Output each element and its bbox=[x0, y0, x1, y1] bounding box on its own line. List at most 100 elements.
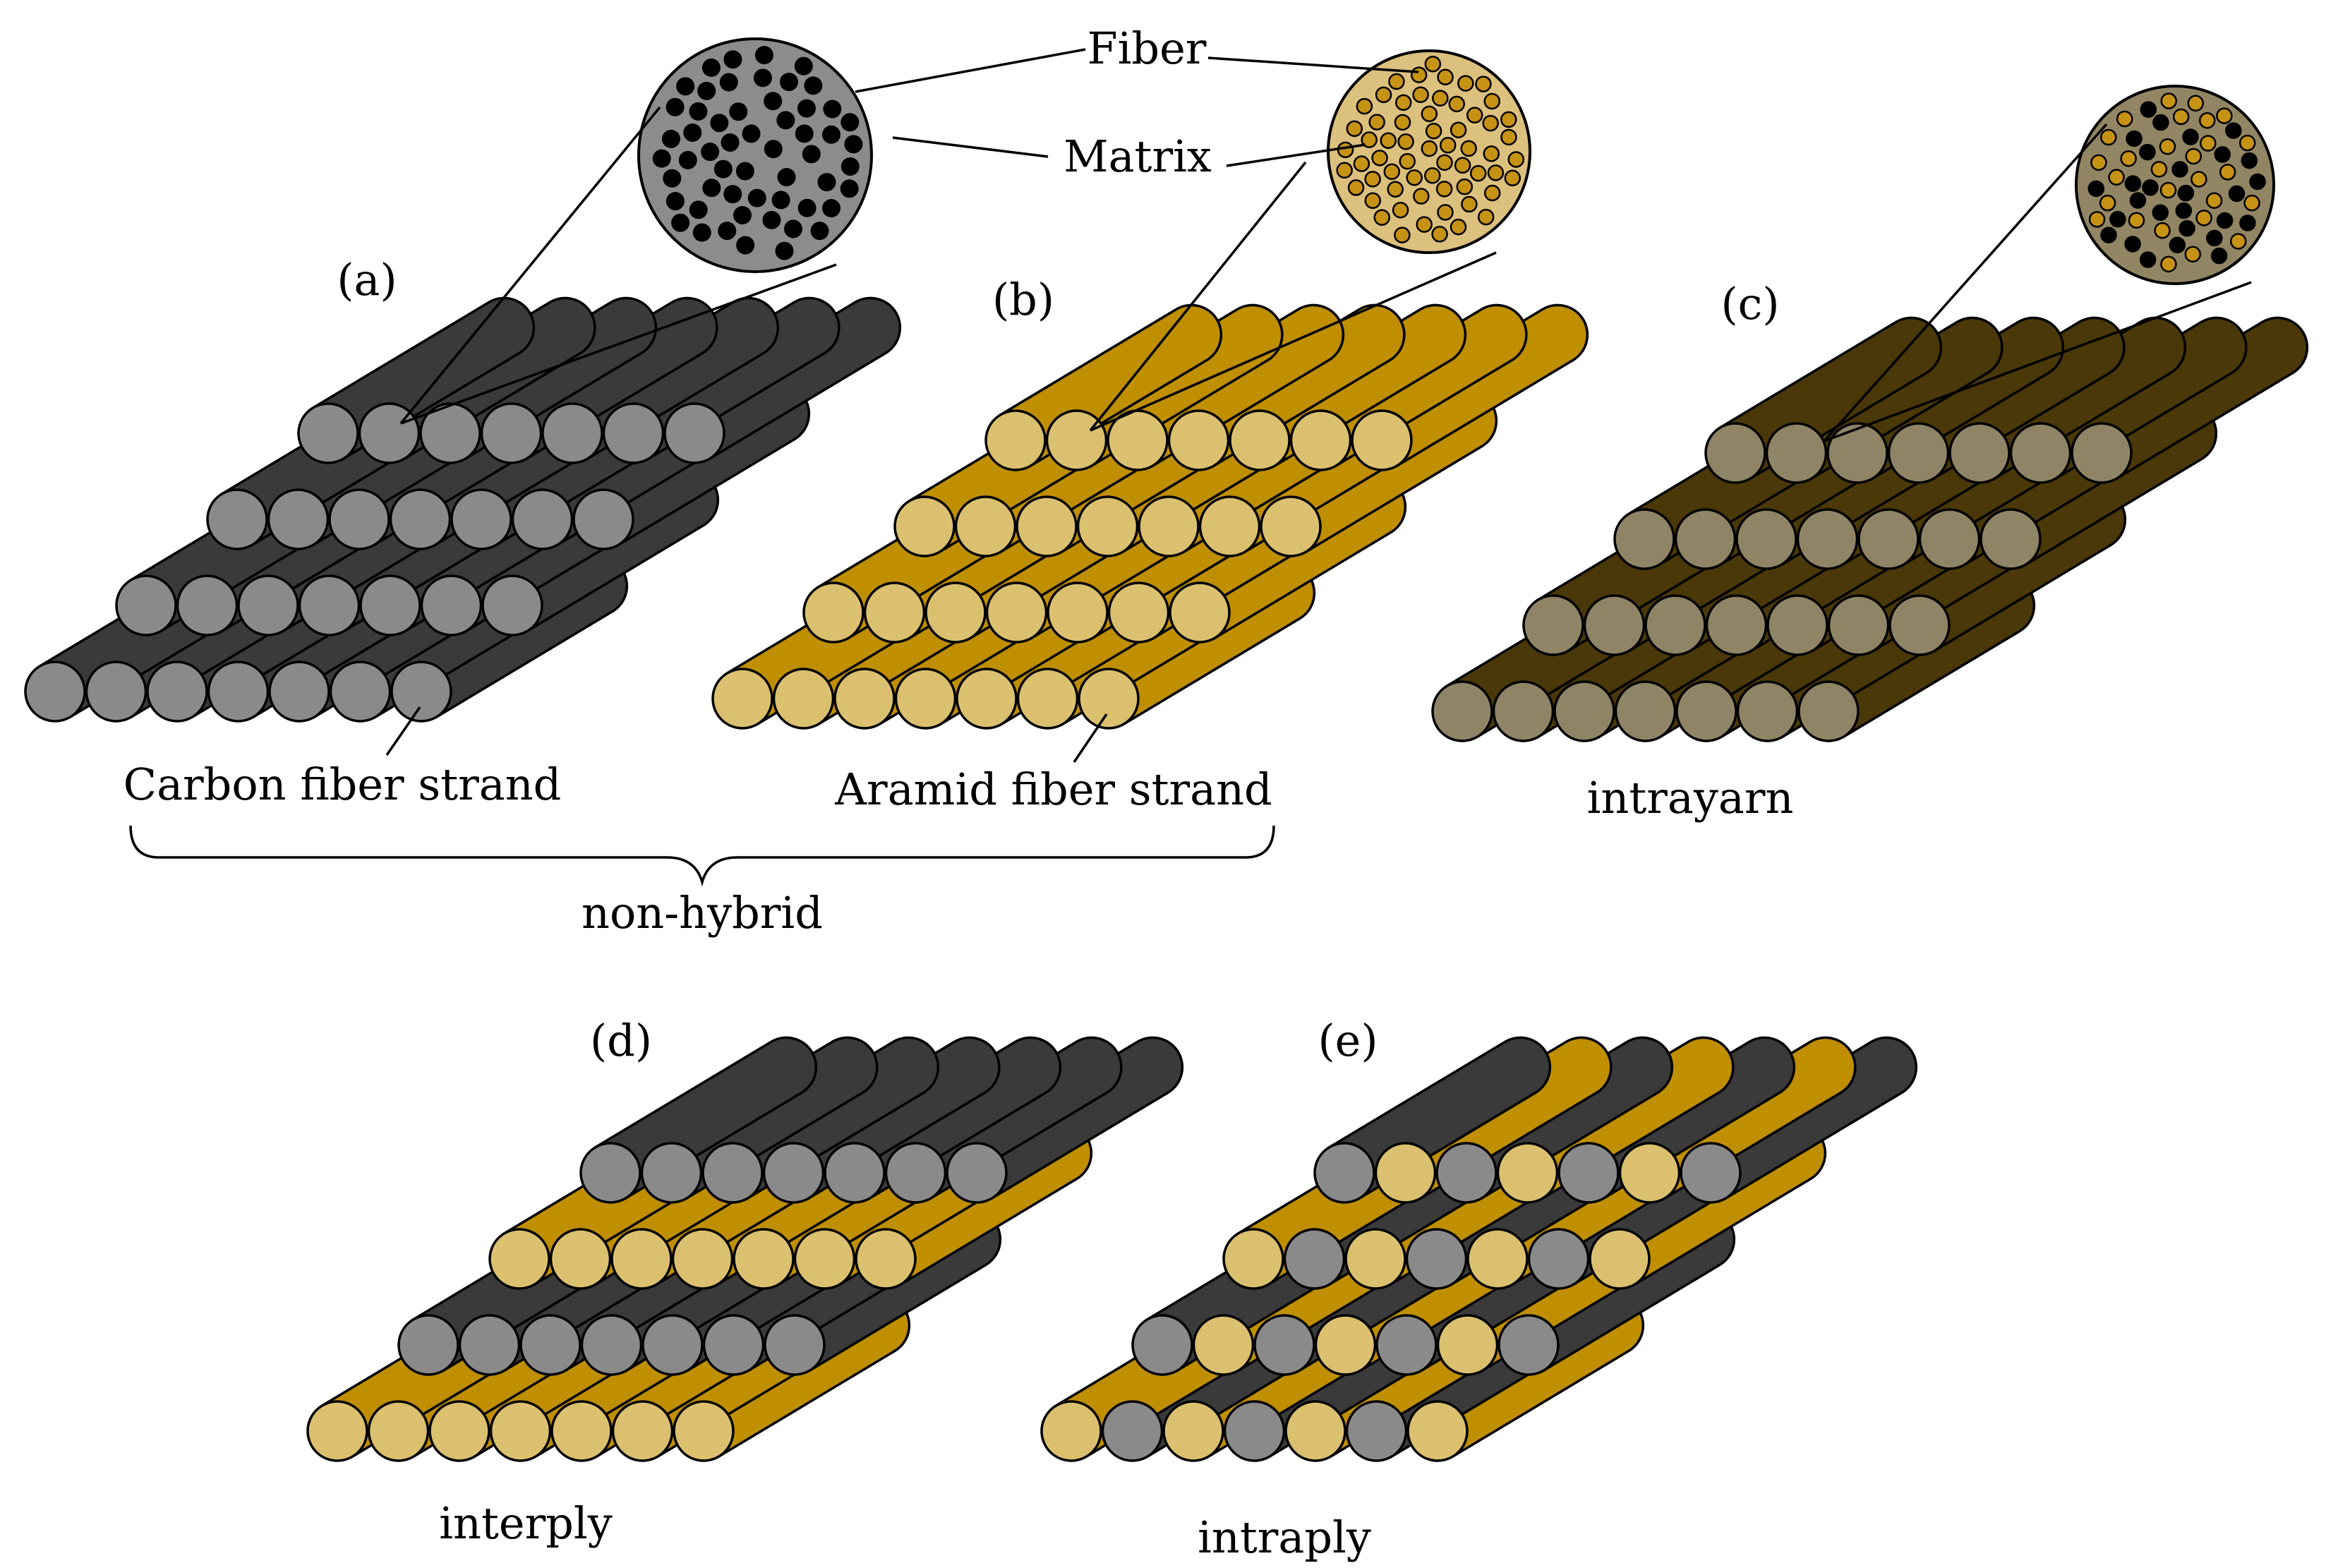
fiber-dot bbox=[701, 58, 721, 77]
fiber-dot bbox=[840, 113, 860, 132]
rod-face bbox=[1498, 1314, 1560, 1376]
leader-lines bbox=[385, 48, 1419, 763]
rod-body bbox=[1365, 303, 1589, 468]
fiber-dot bbox=[1371, 150, 1388, 167]
rod-face bbox=[1078, 668, 1140, 730]
fiber-dot bbox=[2172, 108, 2190, 126]
fiber-dot bbox=[1425, 122, 1442, 140]
label-b: (b) bbox=[992, 274, 1054, 325]
rod-face bbox=[863, 581, 926, 644]
rod-face bbox=[1169, 581, 1231, 644]
fiber-dot bbox=[1483, 92, 1501, 110]
fiber-dot bbox=[2200, 135, 2217, 152]
fiber-dot bbox=[1450, 121, 1467, 138]
fiber-dot bbox=[1368, 114, 1385, 131]
fiber-dot bbox=[2185, 147, 2203, 165]
rod-face bbox=[1680, 1142, 1742, 1204]
fiber-leader-left bbox=[855, 48, 1086, 93]
fiber-dot bbox=[671, 213, 690, 232]
rod-face bbox=[1613, 508, 1675, 570]
fiber-dot bbox=[795, 124, 814, 143]
fiber-dot bbox=[719, 73, 738, 92]
fiber-dot bbox=[1424, 167, 1441, 184]
fiber-dot bbox=[1477, 208, 1495, 226]
rod-face bbox=[489, 1400, 552, 1462]
fiber-dot bbox=[2229, 233, 2247, 250]
fiber-dot bbox=[1413, 188, 1430, 205]
fiber-dot bbox=[665, 192, 685, 211]
rod-face bbox=[1674, 508, 1737, 570]
fiber-dot bbox=[2087, 180, 2105, 198]
fiber-dot bbox=[771, 191, 790, 210]
rod-face bbox=[1466, 1228, 1529, 1290]
magnifier-circle bbox=[2075, 85, 2275, 285]
magnifier-lines bbox=[399, 106, 2252, 442]
fiber-dot bbox=[1406, 169, 1423, 186]
fiber-dot bbox=[840, 179, 859, 198]
fiber-dot bbox=[2187, 95, 2205, 112]
rod-face bbox=[572, 488, 634, 550]
fiber-dot bbox=[2175, 202, 2193, 219]
fiber-dot bbox=[678, 150, 697, 169]
fiber-dot bbox=[683, 123, 702, 142]
fiber-dot bbox=[797, 99, 816, 118]
interply-label: interply bbox=[439, 1497, 613, 1549]
rod-body bbox=[2085, 316, 2309, 481]
rod-face bbox=[893, 495, 956, 557]
mag-line-c1 bbox=[1823, 123, 2108, 442]
fiber-dot bbox=[2191, 171, 2207, 188]
rod-face bbox=[2009, 422, 2072, 484]
rod-face bbox=[924, 581, 987, 644]
fiber-dot bbox=[2214, 146, 2231, 163]
rod-face bbox=[824, 1142, 886, 1204]
rod-face bbox=[519, 1314, 582, 1376]
fiber-dot bbox=[2216, 212, 2234, 229]
fiber-dot bbox=[1482, 114, 1499, 132]
rod-face bbox=[1192, 1314, 1255, 1376]
magnifier-c bbox=[2075, 85, 2275, 285]
mag-line-c2 bbox=[1824, 281, 2252, 442]
rod-face bbox=[176, 574, 239, 637]
aramid-strand-label: Aramid fiber strand bbox=[834, 764, 1272, 815]
rod-face bbox=[428, 1400, 490, 1462]
fiber-dot bbox=[742, 124, 761, 143]
fiber-dot bbox=[1450, 218, 1467, 236]
rod-face bbox=[1675, 680, 1737, 742]
rod-face bbox=[1345, 1400, 1408, 1462]
fiber-dot bbox=[2195, 210, 2212, 227]
fiber-dot bbox=[2243, 194, 2260, 212]
fiber-dot bbox=[1387, 181, 1404, 198]
rod-face bbox=[956, 668, 1018, 730]
rod-face bbox=[641, 1314, 704, 1376]
fiber-dot bbox=[2126, 130, 2143, 147]
rod-face bbox=[206, 488, 268, 550]
rod-face bbox=[1101, 1400, 1164, 1462]
fiber-dot bbox=[736, 236, 755, 255]
fiber-dot bbox=[794, 56, 813, 76]
fiber-dot bbox=[729, 102, 748, 121]
rod-face bbox=[1492, 680, 1555, 742]
rod-face bbox=[1040, 1400, 1102, 1462]
rod-face bbox=[146, 661, 208, 723]
fiber-dot bbox=[1361, 131, 1378, 148]
rod-face bbox=[733, 1228, 795, 1290]
fiber-dot bbox=[2124, 175, 2142, 192]
fiber-dot bbox=[718, 222, 737, 241]
rod-face bbox=[1222, 1228, 1284, 1290]
rod-face bbox=[1827, 594, 1890, 656]
fiber-dot bbox=[1504, 169, 1521, 187]
rod-face bbox=[1313, 1142, 1375, 1204]
fiber-dot bbox=[1431, 226, 1448, 243]
label-d: (d) bbox=[590, 1015, 652, 1066]
rod-face bbox=[1857, 508, 1920, 570]
rod-face bbox=[1016, 495, 1078, 557]
rod-face bbox=[640, 1142, 703, 1204]
rod-face bbox=[1557, 1142, 1620, 1204]
rod-face bbox=[764, 1314, 826, 1376]
fiber-dot bbox=[821, 125, 840, 144]
label-e: (e) bbox=[1318, 1015, 1378, 1066]
fiber-dot bbox=[1483, 145, 1500, 162]
intrayarn-label: intrayarn bbox=[1587, 772, 1794, 824]
rod-face bbox=[1796, 508, 1859, 570]
